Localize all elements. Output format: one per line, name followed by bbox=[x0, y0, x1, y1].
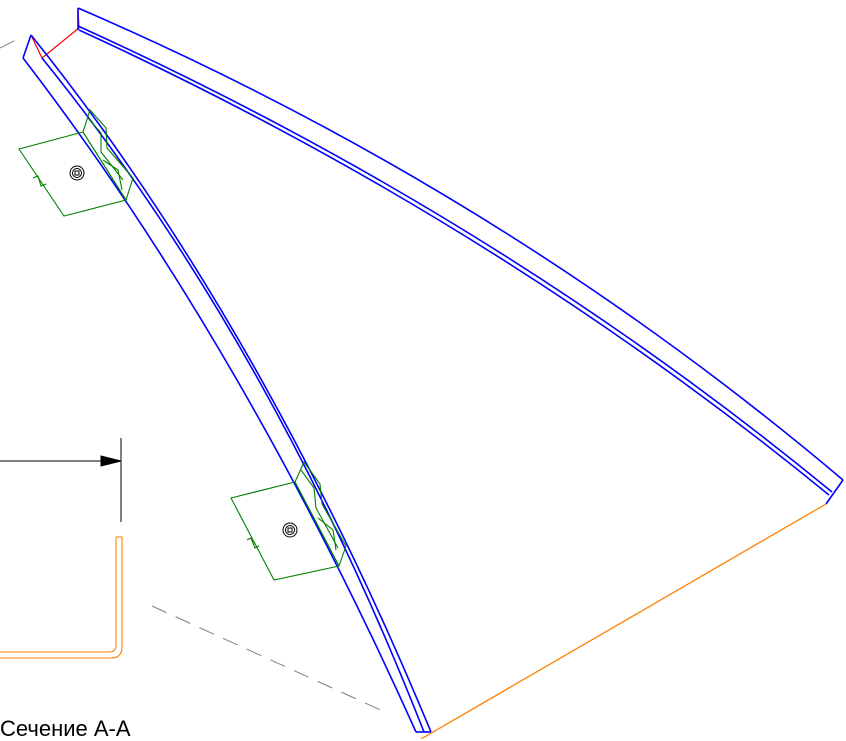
bracket-lower-bolt-head bbox=[287, 527, 293, 533]
bracket-lower-flange bbox=[294, 460, 347, 567]
bottom-edge-line bbox=[420, 503, 827, 739]
bracket-lower bbox=[230, 460, 347, 581]
bracket-lower-notch bbox=[246, 537, 260, 549]
top-rail-inner-1 bbox=[77, 25, 833, 493]
bent-strip-inner bbox=[0, 537, 117, 653]
bracket-lower-flange-inner bbox=[300, 469, 339, 549]
end-cap bbox=[30, 7, 80, 59]
end-cap-outline bbox=[30, 7, 80, 59]
curved-profile-left bbox=[22, 34, 432, 733]
center-line-bottom bbox=[151, 605, 386, 713]
dimension-line bbox=[0, 438, 122, 522]
center-line-group bbox=[0, 37, 386, 713]
top-rail-end bbox=[825, 479, 844, 505]
left-rail-inner-2 bbox=[41, 57, 425, 733]
bracket-upper-notch bbox=[32, 175, 47, 187]
bracket-lower-fold bbox=[294, 481, 340, 567]
bracket-lower-tab bbox=[317, 517, 337, 551]
bracket-upper-bolt-mid bbox=[72, 168, 82, 178]
bottom-edge bbox=[420, 503, 827, 739]
top-rail-outer bbox=[77, 7, 844, 481]
bracket-lower-bolt-outer bbox=[282, 522, 298, 538]
bracket-upper-tab bbox=[102, 159, 123, 191]
bracket-upper-fold bbox=[82, 131, 127, 201]
bracket-upper-bolt-head bbox=[74, 170, 80, 176]
left-rail-outer bbox=[30, 34, 432, 733]
bracket-upper bbox=[18, 108, 134, 217]
left-rail-start bbox=[22, 34, 32, 59]
bracket-lower-bolt-icon bbox=[282, 522, 298, 538]
bracket-upper-bolt-icon bbox=[69, 165, 85, 181]
top-rail-inner-2 bbox=[78, 29, 830, 496]
bent-strip bbox=[0, 536, 123, 659]
left-rail-inner-1 bbox=[22, 57, 417, 733]
bracket-upper-flange bbox=[82, 108, 134, 201]
curved-profile-top bbox=[77, 7, 844, 505]
bracket-lower-bolt-mid bbox=[285, 525, 295, 535]
bracket-upper-bolt-outer bbox=[69, 165, 85, 181]
section-label: Сечение А-А bbox=[0, 716, 131, 741]
center-line-top bbox=[0, 37, 21, 49]
dimension-arrowhead-icon bbox=[100, 455, 122, 467]
bent-strip-outer bbox=[0, 537, 123, 659]
